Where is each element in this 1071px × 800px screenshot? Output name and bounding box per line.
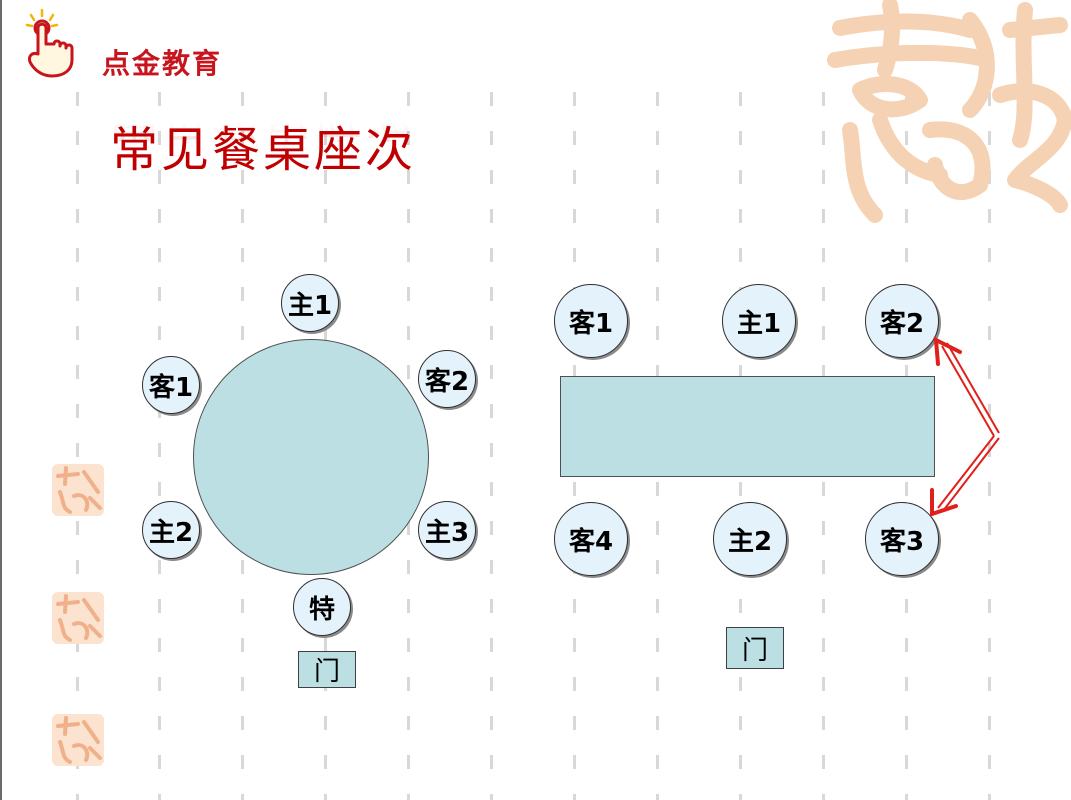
slide-left-border — [0, 0, 2, 800]
calligraphy-stamp-icon — [52, 464, 104, 516]
rect-seat-bottom-center: 主2 — [713, 502, 787, 576]
rect-table-door: 门 — [726, 627, 784, 669]
calligraphy-stamp-icon — [52, 592, 104, 644]
auspicious-calligraphy-decor — [827, 0, 1071, 223]
round-seat-upper-left: 客1 — [142, 356, 200, 414]
round-seat-top: 主1 — [281, 274, 339, 332]
logo-text: 点金教育 — [102, 47, 223, 80]
logo: 点金教育 — [22, 8, 232, 80]
rect-seat-bottom-left: 客4 — [554, 502, 628, 576]
calligraphy-stamp-icon — [52, 714, 104, 766]
slide-title-reflection: 常见餐桌座次 — [110, 122, 416, 158]
rect-seat-bottom-right: 客3 — [865, 502, 939, 576]
round-seat-bottom: 特 — [293, 578, 351, 636]
round-seat-upper-right: 客2 — [418, 350, 476, 408]
slide-title: 常见餐桌座次 — [110, 122, 417, 178]
pointing-hand-logo-icon — [25, 8, 74, 78]
round-seat-lower-right: 主3 — [418, 501, 476, 559]
round-table — [193, 339, 429, 575]
rect-seat-top-right: 客2 — [865, 284, 939, 358]
round-table-door: 门 — [298, 651, 356, 688]
rect-table — [560, 376, 935, 477]
round-seat-lower-left: 主2 — [142, 501, 200, 559]
swap-arrow-icon — [930, 336, 1000, 517]
rect-seat-top-left: 客1 — [554, 284, 628, 358]
rect-seat-top-center: 主1 — [722, 284, 796, 358]
